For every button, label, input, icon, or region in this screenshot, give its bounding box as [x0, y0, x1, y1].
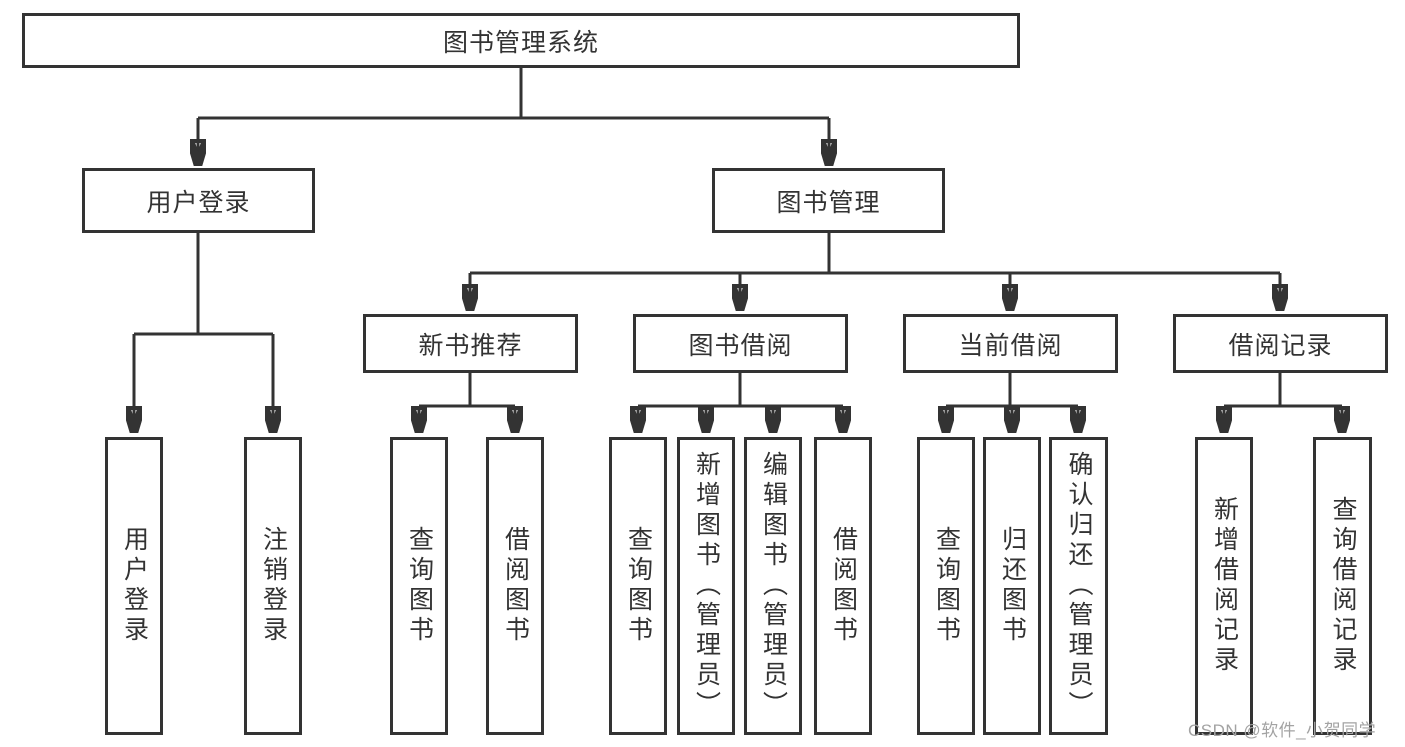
leaf-borrow-books-2: 借阅图书	[814, 437, 872, 735]
leaf-query-books-3: 查询图书	[917, 437, 975, 735]
leaf-add-books-admin: 新增图书（管理员）	[677, 437, 735, 735]
node-current-borrowing: 当前借阅	[903, 314, 1118, 373]
leaf-query-books-1: 查询图书	[390, 437, 448, 735]
watermark: CSDN @软件_小贺同学	[1188, 721, 1377, 740]
connector-book-borrowing-children	[638, 373, 843, 433]
leaf-borrow-books-1: 借阅图书	[486, 437, 544, 735]
connector-current-borrowing-children	[946, 373, 1078, 433]
node-borrowing-records: 借阅记录	[1173, 314, 1388, 373]
leaf-user-login: 用户登录	[105, 437, 163, 735]
connector-user-login-children	[134, 233, 273, 433]
node-book-borrowing: 图书借阅	[633, 314, 848, 373]
node-book-management: 图书管理	[712, 168, 945, 233]
connector-new-book-recommend-children	[419, 373, 515, 433]
connector-book-management-children	[470, 233, 1280, 311]
leaf-query-borrow-record: 查询借阅记录	[1313, 437, 1372, 735]
node-user-login: 用户登录	[82, 168, 315, 233]
leaf-logout: 注销登录	[244, 437, 302, 735]
leaf-confirm-return-admin: 确认归还（管理员）	[1049, 437, 1108, 735]
node-new-book-recommend: 新书推荐	[363, 314, 578, 373]
connector-root-to-level2	[198, 68, 829, 166]
leaf-return-books: 归还图书	[983, 437, 1041, 735]
leaf-query-books-2: 查询图书	[609, 437, 667, 735]
node-library-system: 图书管理系统	[22, 13, 1020, 68]
leaf-add-borrow-record: 新增借阅记录	[1195, 437, 1253, 735]
connector-borrowing-records-children	[1224, 373, 1342, 433]
leaf-edit-books-admin: 编辑图书（管理员）	[744, 437, 802, 735]
